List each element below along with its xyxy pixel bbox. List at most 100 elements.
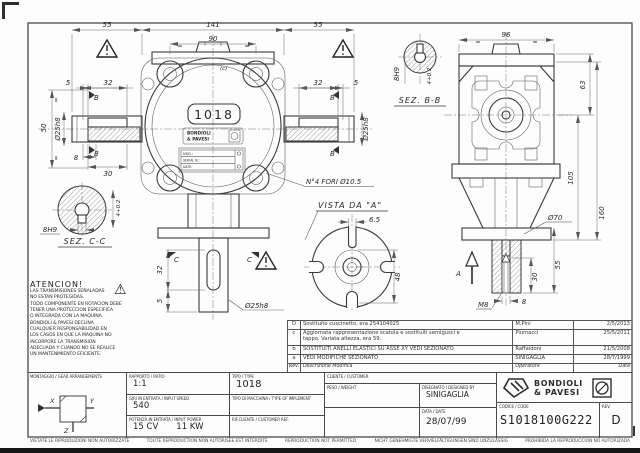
dim-rstub-32: 32 bbox=[314, 79, 323, 87]
revision-table: D Sostituito cuscinetto, era 254104025 M… bbox=[287, 320, 632, 372]
dim-seccc-8h9: 8H9 bbox=[43, 226, 58, 234]
customer-ref-cell: RIF.CLIENTE / CUSTOMER REF. bbox=[230, 416, 325, 438]
data-plate-row1: MOD.: bbox=[183, 152, 193, 156]
dim-input-5: 5 bbox=[66, 79, 71, 87]
dim-rstub-5: 5 bbox=[354, 79, 359, 87]
weight-cell: PESO / WEIGHT bbox=[325, 384, 420, 408]
section-flag-c: C bbox=[247, 256, 252, 264]
dim-side-55: 55 bbox=[554, 260, 562, 269]
dim-vista-48: 48 bbox=[394, 272, 402, 281]
dim-side-63: 63 bbox=[579, 81, 587, 90]
brand-name-line2: & PAVESI bbox=[534, 387, 580, 397]
brand-diamond-icon bbox=[503, 377, 529, 398]
dim-secbb-8h9: 8H9 bbox=[393, 66, 401, 81]
brand-plate-line1: BONDIOLI bbox=[187, 131, 211, 137]
type-plate: 1018 bbox=[194, 107, 234, 122]
revision-header-row: Rev. Descrizione Modifica Operatore Data bbox=[288, 364, 632, 372]
section-cc-detail: 8H9 4+0.2 SEZ. C-C bbox=[40, 182, 122, 248]
front-view: 1018 BONDIOLI & PAVESI MOD.: SERIAL N.: … bbox=[38, 21, 372, 320]
trim-mark bbox=[2, 2, 19, 19]
warning-triangle-icon bbox=[95, 38, 119, 58]
warning-note: ATENCION! LAS TRANSMISIONES SEÑALADAS NO… bbox=[30, 280, 136, 359]
dim-seccc-depth: 4+0.2 bbox=[116, 199, 122, 216]
dim-side-dia70: Ø70 bbox=[547, 214, 563, 222]
dim-input-8: 8 bbox=[74, 154, 79, 162]
dim-output-32: 32 bbox=[156, 265, 164, 274]
gear-arrangement-cell: MONTAGGIO / GEAR ARRANGEMENTS X Y Z bbox=[28, 373, 127, 438]
axis-x-label: X bbox=[49, 397, 55, 405]
date-value: 28/07/99 bbox=[426, 417, 467, 427]
axis-y-label: Y bbox=[90, 397, 95, 405]
ratio-value: 1:1 bbox=[133, 379, 147, 389]
data-plate-row3: DATE: bbox=[183, 165, 192, 169]
title-block: MONTAGGIO / GEAR ARRANGEMENTS X Y Z RAPP… bbox=[28, 372, 632, 438]
revision-row: b SOSTITUITI ANELLI ELASTICI SU ASSE XY … bbox=[288, 346, 632, 355]
dim-input-dia: Ø25h8 bbox=[54, 117, 62, 142]
warning-triangle-icon bbox=[331, 38, 355, 58]
frame bbox=[27, 22, 635, 438]
power-kw-value: 11 KW bbox=[176, 422, 204, 432]
side-view: A 96 = = 63 105 160 55 30 bbox=[444, 31, 606, 310]
designed-by-value: SINIGAGLIA bbox=[426, 390, 469, 399]
section-flag-c: C bbox=[174, 256, 179, 264]
equal-mark: = bbox=[244, 43, 249, 50]
right-shaft-stub: 32 5 Ø25h8 B B bbox=[283, 79, 370, 158]
machine-type-cell: TIPO DI MACCHINA / TYPE OF IMPLEMENT bbox=[230, 395, 325, 416]
dim-side-30: 30 bbox=[531, 272, 539, 281]
revision-row: D Sostituito cuscinetto, era 254104025 M… bbox=[288, 321, 632, 330]
empty-cell bbox=[325, 408, 420, 438]
section-bb-label: SEZ. B-B bbox=[399, 96, 441, 105]
view-a-label: A bbox=[455, 270, 461, 278]
brand-bucket-icon bbox=[592, 377, 612, 398]
code-value: S1018100G222 bbox=[500, 413, 593, 427]
input-power-cell: POTENZA IN ENTRATA / INPUT POWER 15 CV 1… bbox=[127, 416, 230, 438]
input-speed-value: 540 bbox=[133, 401, 150, 411]
equal-mark: = bbox=[53, 155, 60, 160]
sheet-edge-bar bbox=[0, 448, 640, 453]
vista-label: VISTA DA "A" bbox=[318, 201, 382, 210]
equal-mark: = bbox=[475, 39, 480, 46]
input-shaft-view: 5 32 50 = = Ø25h8 B B 8 30 bbox=[40, 79, 143, 178]
dim-top-141: 141 bbox=[206, 21, 219, 29]
vista-a-view: N°4 FORI Ø10.5 VISTA DA "A" 6.5 bbox=[265, 172, 402, 312]
equal-mark: = bbox=[532, 39, 537, 46]
data-plate-row2: SERIAL N.: bbox=[183, 159, 200, 163]
customer-cell: CLIENTE / CUSTOMER bbox=[325, 373, 497, 384]
revision-row: a VEDI MODIFICHE SEZIONATO SINIGAGLIA 28… bbox=[288, 355, 632, 364]
designed-by-cell: DISEGNATO / DESIGNED BY SINIGAGLIA bbox=[420, 384, 497, 408]
type-cell: TIPO / TYPE 1018 bbox=[230, 373, 325, 395]
dim-rstub-dia: Ø25h8 bbox=[362, 117, 370, 142]
dim-90: 90 bbox=[209, 35, 218, 43]
rev-cell: REV. D bbox=[600, 403, 632, 438]
warning-triangle-icon: ⚠ bbox=[114, 282, 127, 298]
equal-mark: = bbox=[177, 43, 182, 50]
type-value: 1018 bbox=[236, 379, 262, 390]
section-bb-detail: 8H9 4+0.2 SEZ. B-B bbox=[393, 34, 446, 107]
rev-value: D bbox=[611, 413, 621, 427]
warning-title: ATENCION! bbox=[30, 280, 84, 289]
section-flag-b: B bbox=[330, 94, 335, 102]
code-cell: CODICE / CODE S1018100G222 bbox=[497, 403, 600, 438]
dim-side-8: 8 bbox=[522, 298, 527, 306]
dim-side-160: 160 bbox=[598, 206, 606, 220]
brand-name-line1: BONDIOLI bbox=[534, 378, 583, 388]
dim-secbb-depth: 4+0.2 bbox=[427, 67, 433, 84]
section-flag-b: B bbox=[94, 150, 99, 158]
warning-triangle-icon bbox=[254, 250, 278, 270]
reproduction-notice: VIETATE LE RIPRODUZIONI NON AUTORIZZATE … bbox=[30, 439, 630, 444]
date-cell: DATA / DATE 28/07/99 bbox=[420, 408, 497, 438]
dim-input-30: 30 bbox=[104, 170, 113, 178]
dim-output-dia: Ø25h8 bbox=[244, 302, 269, 310]
dim-top-55-right: 55 bbox=[314, 21, 323, 29]
dim-vista-65: 6.5 bbox=[369, 216, 381, 224]
dim-top-55-left: 55 bbox=[103, 21, 112, 29]
section-flag-b: B bbox=[330, 150, 335, 158]
section-flag-b: B bbox=[94, 94, 99, 102]
section-cc-label: SEZ. C-C bbox=[64, 237, 107, 246]
axis-z-label: Z bbox=[63, 427, 69, 435]
equal-mark: = bbox=[53, 97, 60, 102]
gear-arrangement-schematic: X Y Z bbox=[38, 395, 95, 435]
c-note: (c) bbox=[220, 66, 227, 72]
